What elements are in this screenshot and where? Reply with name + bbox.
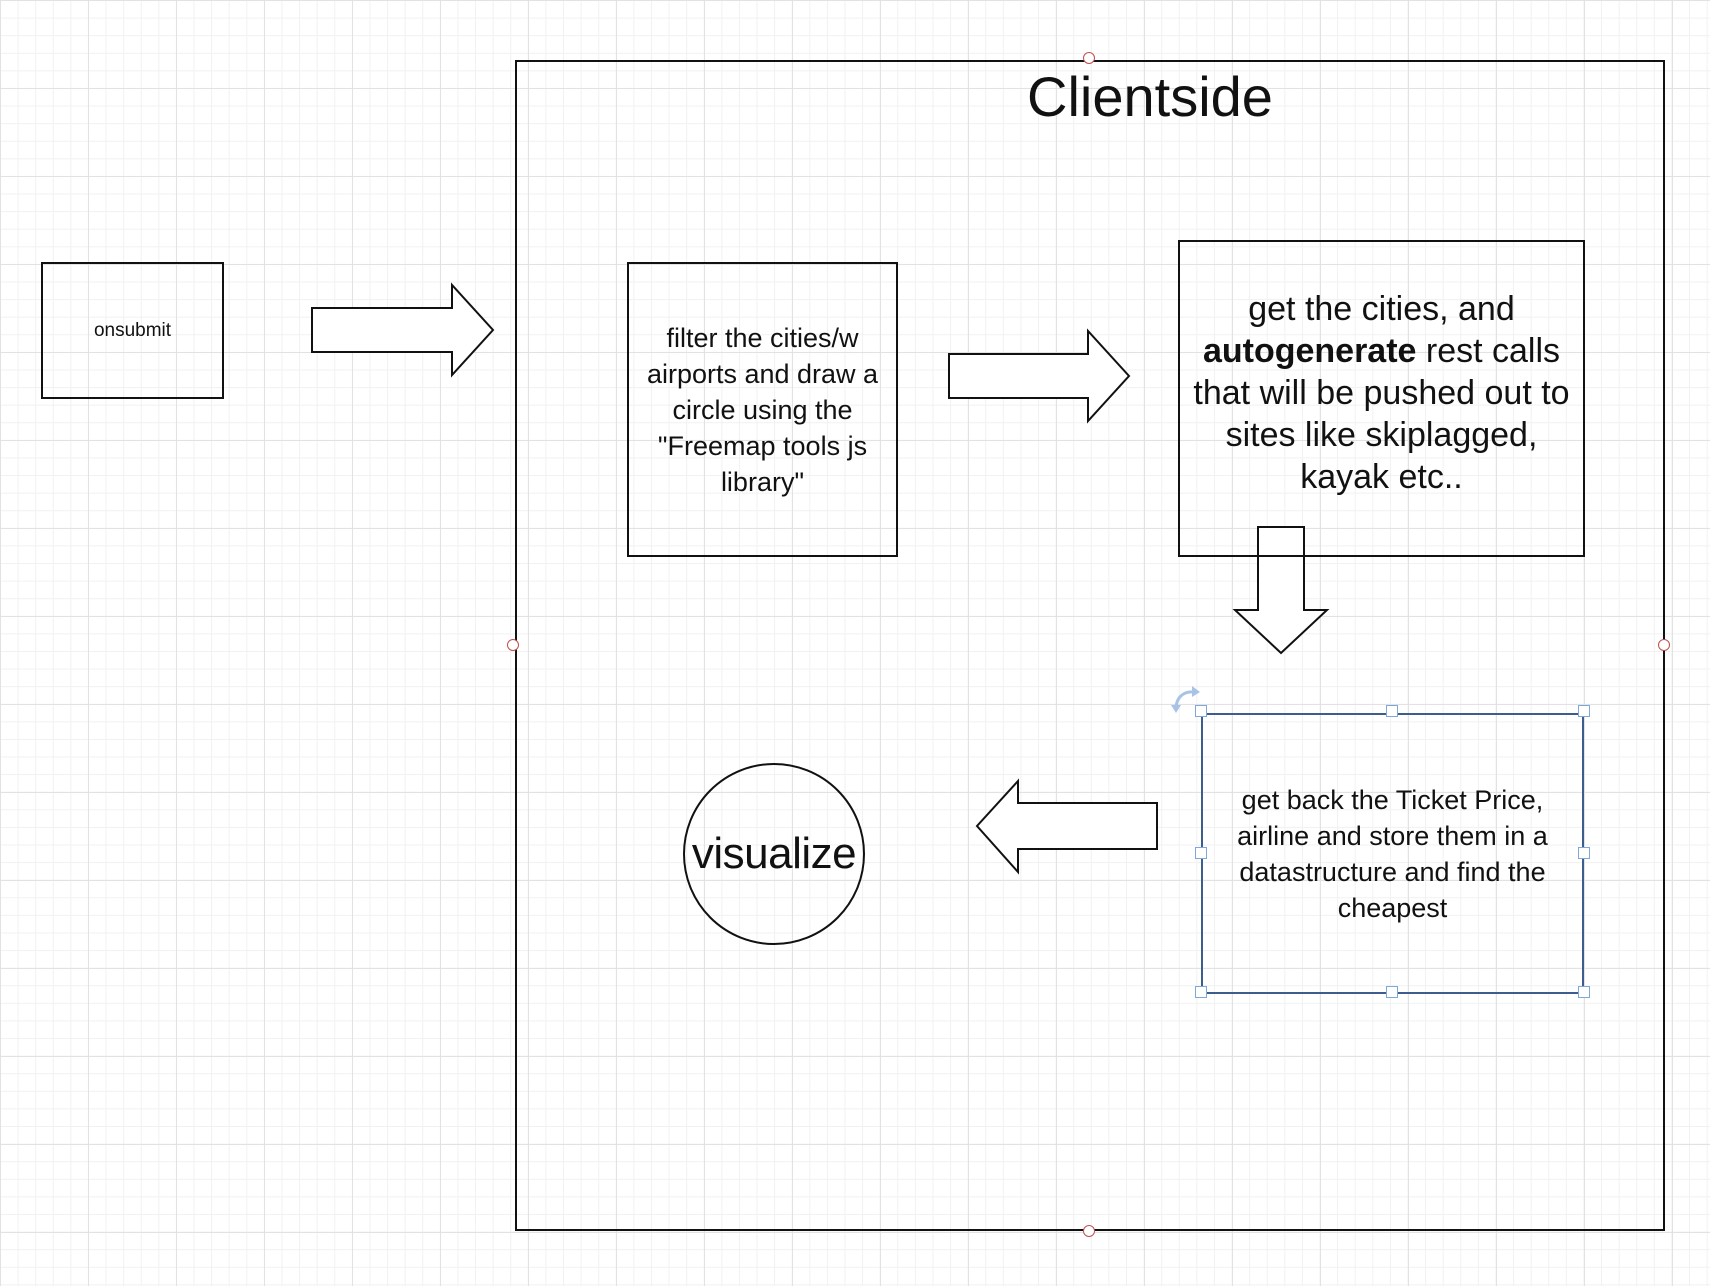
autogenerate-rest-calls-node[interactable]: get the cities, and autogenerate rest ca… xyxy=(1178,240,1585,557)
visualize-node[interactable]: visualize xyxy=(683,763,865,945)
filter-cities-label: filter the cities/w airports and draw a … xyxy=(646,322,879,497)
container-anchor-left[interactable] xyxy=(507,639,519,651)
container-anchor-right[interactable] xyxy=(1658,639,1670,651)
filter-cities-node[interactable]: filter the cities/w airports and draw a … xyxy=(627,262,898,557)
arrow-autogen-to-ticket[interactable] xyxy=(1232,526,1330,655)
resize-handle-bottom-right[interactable] xyxy=(1578,986,1590,998)
visualize-label: visualize xyxy=(691,829,857,878)
resize-handle-top[interactable] xyxy=(1386,705,1398,717)
container-anchor-top[interactable] xyxy=(1083,52,1095,64)
resize-handle-bottom-left[interactable] xyxy=(1195,986,1207,998)
onsubmit-node[interactable]: onsubmit xyxy=(41,262,224,399)
arrow-ticket-to-visualize[interactable] xyxy=(975,778,1158,875)
resize-handle-bottom[interactable] xyxy=(1386,986,1398,998)
autogenerate-label: get the cities, and autogenerate rest ca… xyxy=(1193,288,1569,498)
resize-handle-top-right[interactable] xyxy=(1578,705,1590,717)
resize-handle-right[interactable] xyxy=(1578,847,1590,859)
autogenerate-label-start: get the cities, and xyxy=(1248,290,1515,328)
container-anchor-bottom[interactable] xyxy=(1083,1225,1095,1237)
autogenerate-label-bold: autogenerate xyxy=(1202,332,1417,370)
resize-handle-top-left[interactable] xyxy=(1195,705,1207,717)
resize-handle-left[interactable] xyxy=(1195,847,1207,859)
clientside-container[interactable]: Clientside xyxy=(515,60,1665,1231)
ticket-price-label: get back the Ticket Price, airline and s… xyxy=(1237,784,1548,923)
autogenerate-label-end: rest calls that will be pushed out to si… xyxy=(1193,332,1570,496)
clientside-title: Clientside xyxy=(1027,65,1273,128)
rotate-handle-icon[interactable] xyxy=(1170,683,1202,715)
onsubmit-label: onsubmit xyxy=(93,319,172,341)
arrow-filter-to-autogen[interactable] xyxy=(948,328,1131,424)
arrow-onsubmit-to-clientside[interactable] xyxy=(311,282,495,378)
ticket-price-node[interactable]: get back the Ticket Price, airline and s… xyxy=(1201,713,1584,994)
